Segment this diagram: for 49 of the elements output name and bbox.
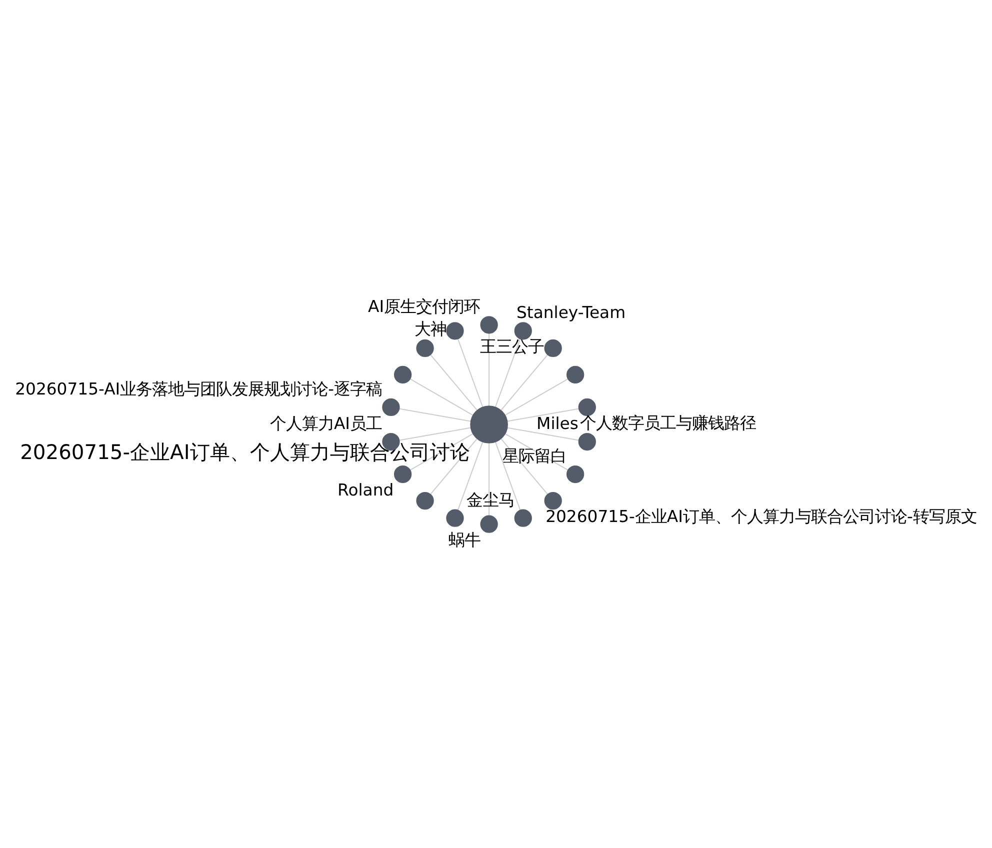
connector (505, 378, 568, 416)
connector (495, 441, 521, 510)
node-circle (480, 316, 498, 334)
node-label: 金尘马 (466, 490, 514, 509)
node-circle (394, 365, 412, 384)
node-label: 个人算力AI员工 (270, 414, 382, 433)
connector (488, 442, 490, 515)
connector (505, 432, 568, 470)
node-label: 大神 (414, 319, 446, 338)
node-label: 20260715-企业AI订单、个人算力与联合公司讨论-转写原文 (546, 506, 977, 526)
connector (430, 354, 478, 410)
connector (495, 338, 521, 407)
node-circle (578, 398, 596, 416)
connector (500, 354, 548, 410)
node-circle (446, 322, 464, 340)
connector (488, 332, 490, 406)
node-label: Miles (536, 414, 578, 433)
node-label: AI原生交付闭环 (368, 296, 480, 316)
node-circle (544, 338, 562, 357)
node-label: 蜗牛 (448, 530, 480, 549)
connector (507, 408, 579, 422)
node-circle (566, 464, 584, 483)
node-circle (514, 508, 532, 526)
connector (399, 426, 471, 440)
node-label: 个人数字员工与赚钱路径 (580, 413, 756, 432)
node-label: 20260715-AI业务落地与团队发展规划讨论-逐字稿 (15, 378, 382, 398)
connector (500, 438, 548, 494)
connector (410, 432, 474, 470)
node-circle (514, 322, 532, 340)
node-label: Stanley-Team (516, 302, 626, 322)
node-circle (566, 365, 584, 384)
node-label: Roland (338, 480, 394, 500)
connector (507, 426, 579, 440)
node-circle (578, 432, 596, 450)
connector (457, 338, 484, 407)
node-circle (382, 398, 400, 416)
node-label: 王三公子 (480, 336, 544, 356)
node-label: 星际留白 (502, 446, 566, 466)
connector (430, 438, 478, 494)
node-circle (394, 464, 412, 483)
node-circle (544, 491, 562, 510)
node-circle (416, 491, 434, 510)
node-circle (480, 514, 498, 532)
node-circle (470, 405, 508, 443)
connector (410, 378, 474, 416)
node-circle (446, 508, 464, 526)
connector (457, 441, 484, 510)
node-circle (416, 338, 434, 357)
connector (399, 408, 471, 422)
